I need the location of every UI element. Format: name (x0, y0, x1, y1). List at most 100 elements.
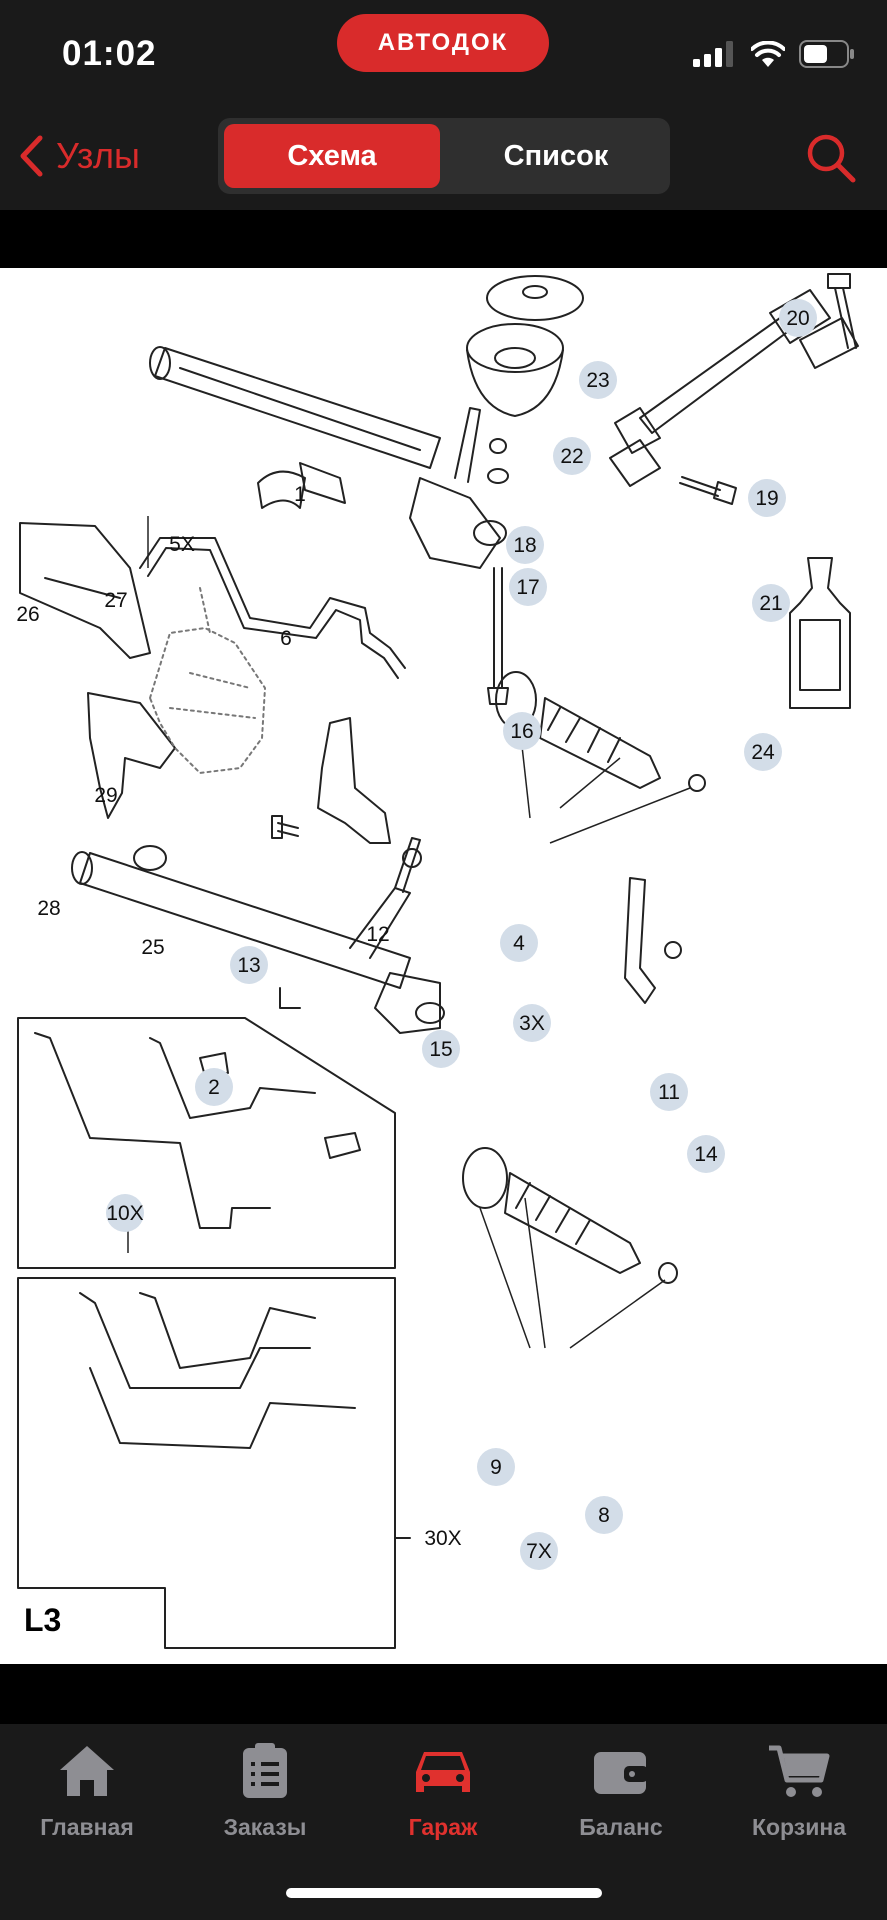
pipe-30x-a (79, 1292, 311, 1389)
back-button[interactable]: Узлы (18, 134, 140, 178)
badge-24[interactable] (744, 733, 782, 771)
label-8: 8 (598, 1504, 610, 1527)
heat-shield-26 (19, 522, 151, 659)
tab-bar: Главная Заказы Гараж Баланс (0, 1724, 887, 1920)
badge-7x[interactable] (520, 1532, 558, 1570)
home-indicator (286, 1888, 602, 1898)
steering-rack-upper (149, 346, 507, 569)
bracket-25 (87, 692, 176, 819)
search-icon (807, 134, 856, 183)
label-10x: 10X (106, 1202, 143, 1225)
badge-3x[interactable] (513, 1004, 551, 1042)
badge-13[interactable] (230, 946, 268, 984)
badge-19[interactable] (748, 479, 786, 517)
label-7x: 7X (526, 1540, 552, 1563)
badge-17[interactable] (509, 568, 547, 606)
label-26: 26 (16, 603, 39, 626)
badge-11[interactable] (650, 1073, 688, 1111)
status-bar: 01:02 АВТОДОК (0, 0, 887, 110)
wifi-icon (751, 41, 785, 67)
bracket-6 (257, 470, 306, 509)
label-1: 1 (294, 483, 306, 506)
cup-part (466, 323, 564, 417)
bolt-13-head (271, 815, 283, 839)
parts-diagram[interactable]: 20 23 22 19 18 17 21 16 24 13 4 3X 15 2 … (0, 268, 887, 1664)
label-25: 25 (141, 936, 164, 959)
label-24: 24 (751, 741, 775, 764)
badge-21[interactable] (752, 584, 790, 622)
badge-10x[interactable] (106, 1194, 144, 1232)
label-3x: 3X (519, 1012, 545, 1035)
home-icon (60, 1746, 114, 1796)
bolt-16 (487, 567, 509, 705)
tab-garage[interactable]: Гараж (358, 1742, 528, 1841)
badge-16[interactable] (503, 712, 541, 750)
badge-4[interactable] (500, 924, 538, 962)
bracket-12 (317, 717, 391, 844)
car-icon (416, 1752, 470, 1792)
steering-rack-lower (71, 837, 445, 1034)
label-4: 4 (513, 932, 525, 955)
box-30x (17, 1277, 396, 1649)
badge-14[interactable] (687, 1135, 725, 1173)
tab-scheme[interactable]: Схема (224, 124, 440, 188)
tab-home-label: Главная (40, 1814, 134, 1840)
badge-2[interactable] (195, 1068, 233, 1106)
label-23: 23 (586, 369, 609, 392)
clamp-8 (658, 1262, 678, 1284)
oil-bottle (789, 557, 851, 709)
parts-diagram-drawing: 20 23 22 19 18 17 21 16 24 13 4 3X 15 2 … (16, 273, 859, 1649)
label-17: 17 (516, 576, 539, 599)
pipe-30x-b (139, 1292, 316, 1369)
label-29: 29 (94, 784, 117, 807)
clamp-3x-small (688, 774, 706, 792)
bracket-11 (624, 877, 656, 1004)
label-20: 20 (786, 307, 809, 330)
tab-cart-label: Корзина (751, 1814, 847, 1840)
wallet-icon (594, 1752, 648, 1794)
label-30x: 30X (424, 1527, 461, 1550)
label-9: 9 (490, 1456, 502, 1479)
view-switcher: Схема Список (218, 118, 670, 194)
tab-orders[interactable]: Заказы (180, 1742, 350, 1841)
search-button[interactable] (805, 132, 857, 189)
bolt-20 (827, 273, 857, 349)
nut-18 (489, 438, 507, 454)
tab-cart[interactable]: Корзина (714, 1742, 884, 1841)
label-11: 11 (658, 1081, 680, 1104)
pipes-5x (139, 537, 406, 669)
label-22: 22 (560, 445, 583, 468)
badge-20[interactable] (779, 299, 817, 337)
badge-9[interactable] (477, 1448, 515, 1486)
label-19: 19 (755, 487, 778, 510)
tab-garage-label: Гараж (408, 1814, 478, 1840)
bolt-21 (679, 476, 737, 505)
label-28: 28 (37, 897, 60, 920)
engine-sketch (149, 587, 266, 774)
tab-balance-label: Баланс (579, 1814, 663, 1840)
system-icons (693, 40, 855, 68)
boot-lower (504, 1172, 641, 1274)
clip-10x (199, 1052, 229, 1077)
label-13: 13 (237, 954, 260, 977)
nut-14 (664, 941, 682, 959)
spacer (0, 1664, 887, 1724)
pipe-10x-b (149, 1037, 316, 1119)
label-6: 6 (280, 627, 292, 650)
nut-17 (487, 468, 509, 484)
cart-icon (769, 1745, 830, 1797)
badge-18[interactable] (506, 526, 544, 564)
tab-orders-label: Заказы (223, 1814, 307, 1840)
tab-list[interactable]: Список (503, 139, 609, 172)
intermediate-shaft (609, 289, 859, 487)
badge-15[interactable] (422, 1030, 460, 1068)
status-time: 01:02 (62, 34, 157, 73)
tab-home[interactable]: Главная (2, 1742, 172, 1841)
badge-23[interactable] (579, 361, 617, 399)
tab-balance[interactable]: Баланс (536, 1742, 706, 1841)
label-16: 16 (510, 720, 533, 743)
nav-header: Узлы Схема Список (0, 110, 887, 210)
badge-22[interactable] (553, 437, 591, 475)
box-10x (17, 1017, 396, 1269)
badge-8[interactable] (585, 1496, 623, 1534)
